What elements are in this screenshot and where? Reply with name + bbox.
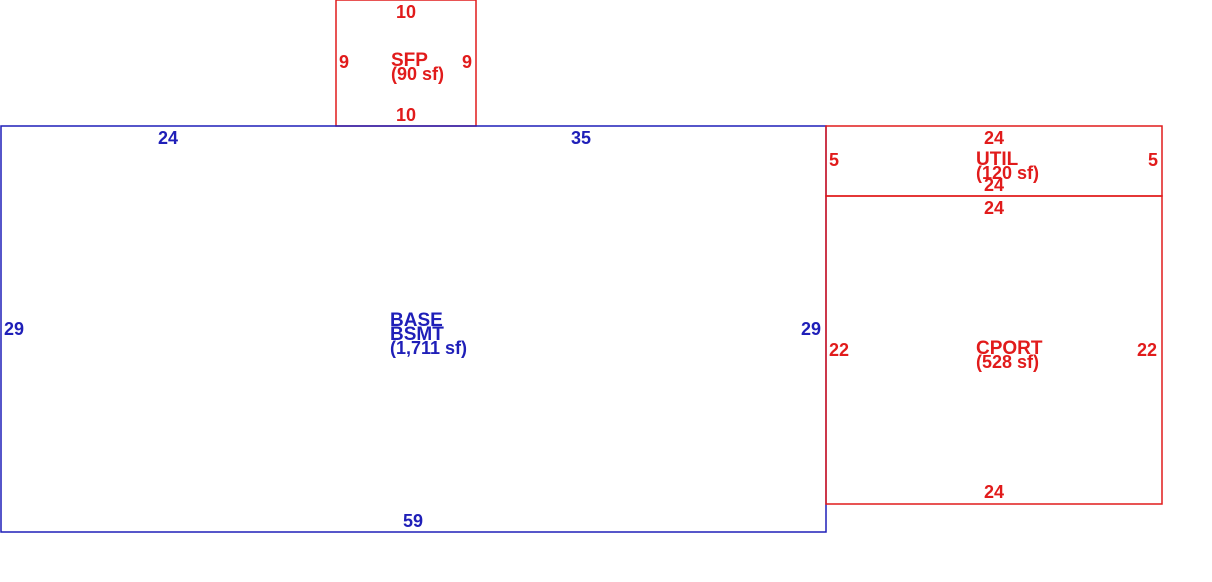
base-dim-left: 29 xyxy=(4,319,24,339)
sfp-area: (90 sf) xyxy=(391,64,444,84)
sfp-dim-bottom: 10 xyxy=(396,105,416,125)
base-dim-bottom: 59 xyxy=(403,511,423,531)
room-base: 24 35 59 29 29 BASE BSMT (1,711 sf) xyxy=(0,125,827,533)
cport-dim-top: 24 xyxy=(984,198,1004,218)
util-name: UTIL xyxy=(976,149,1019,170)
room-sfp: 10 10 9 9 SFP (90 sf) xyxy=(335,0,477,127)
cport-dim-bottom: 24 xyxy=(984,482,1004,502)
util-area: (120 sf) xyxy=(976,163,1039,183)
sfp-dim-top: 10 xyxy=(396,2,416,22)
sfp-dim-left: 9 xyxy=(339,52,349,72)
cport-dim-right: 22 xyxy=(1137,340,1157,360)
cport-area: (528 sf) xyxy=(976,352,1039,372)
room-cport: 24 24 22 22 CPORT (528 sf) xyxy=(825,195,1163,505)
cport-name: CPORT xyxy=(976,338,1043,359)
base-area: (1,711 sf) xyxy=(390,338,467,358)
sfp-name: SFP xyxy=(391,50,428,71)
room-util: 24 24 5 5 UTIL (120 sf) xyxy=(825,125,1163,197)
base-name: BASE xyxy=(390,310,443,331)
base-dim-right: 29 xyxy=(801,319,821,339)
bsmt-name: BSMT xyxy=(390,324,444,345)
room-cport-outline xyxy=(825,195,1163,505)
base-dim-top-right: 35 xyxy=(571,128,591,148)
util-dim-bottom: 24 xyxy=(984,175,1004,195)
base-dim-top-left: 24 xyxy=(158,128,178,148)
util-dim-right: 5 xyxy=(1148,150,1158,170)
util-dim-top: 24 xyxy=(984,128,1004,148)
cport-dim-left: 22 xyxy=(829,340,849,360)
util-dim-left: 5 xyxy=(829,150,839,170)
sfp-dim-right: 9 xyxy=(462,52,472,72)
